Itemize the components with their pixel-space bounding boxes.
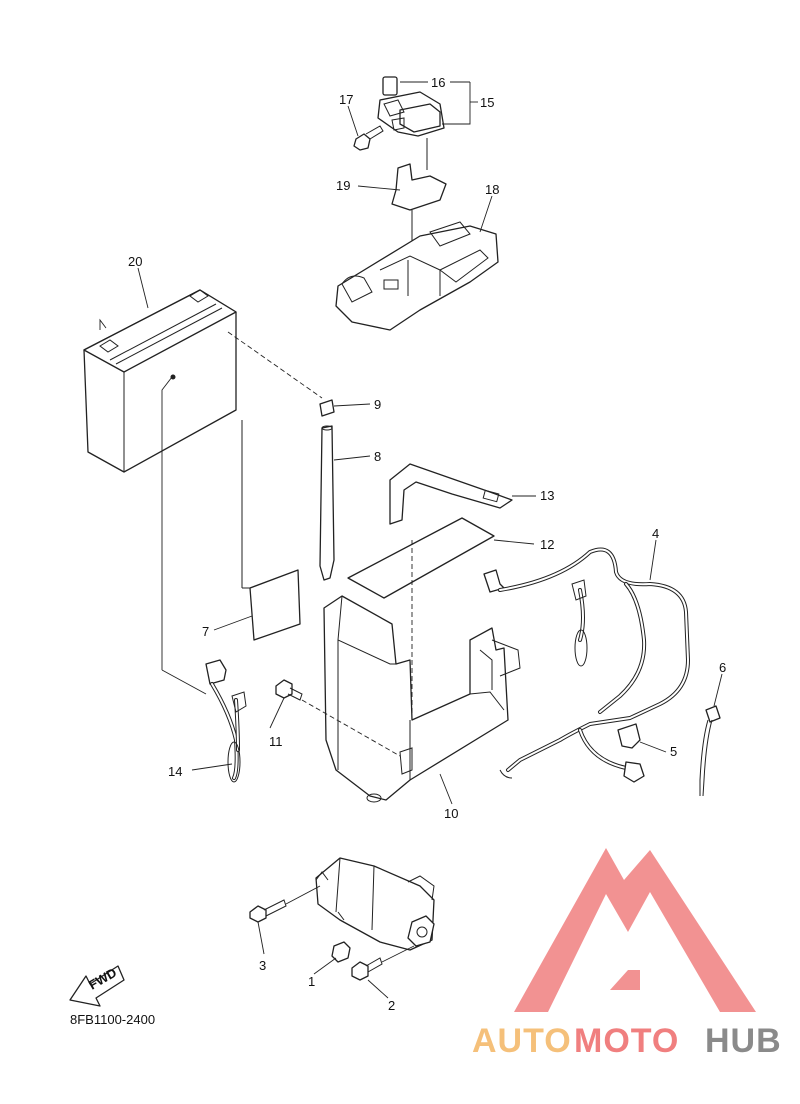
callout-labels: 1 2 3 4 5 6 7 8 9 10 11 12 13 14 15 16 1… xyxy=(128,75,726,1013)
starter-nut xyxy=(331,941,351,963)
callout-4: 4 xyxy=(652,526,659,541)
callout-17: 17 xyxy=(339,92,353,107)
callout-18: 18 xyxy=(485,182,499,197)
callout-18-19-19: 19 xyxy=(336,178,350,193)
callout-leaders xyxy=(137,81,723,999)
box-bolt xyxy=(275,679,401,757)
callout-2: 2 xyxy=(388,998,395,1013)
watermark-text: AUTO MOTO HUB xyxy=(472,1022,782,1060)
callout-3: 3 xyxy=(259,958,266,973)
callout-11: 11 xyxy=(269,734,283,749)
vent-hose xyxy=(319,399,335,581)
battery-cover xyxy=(335,221,499,331)
starter-bolt-2 xyxy=(351,945,415,981)
fwd-arrow-icon: FWD xyxy=(69,965,125,1007)
starter-bolt-3 xyxy=(249,885,321,923)
callout-10: 10 xyxy=(444,806,458,821)
battery xyxy=(83,289,237,670)
callout-14: 14 xyxy=(168,764,182,779)
battery-sheet xyxy=(347,517,495,599)
watermark-triangle-icon xyxy=(514,848,756,1012)
wire-harness xyxy=(483,547,690,783)
watermark-logo xyxy=(514,848,756,1012)
callout-20: 20 xyxy=(128,254,142,269)
wire-clamp xyxy=(617,723,641,749)
callout-5: 5 xyxy=(670,744,677,759)
callout-1: 1 xyxy=(308,974,315,989)
battery-pad xyxy=(241,420,301,641)
callout-12: 12 xyxy=(540,537,554,552)
drawing-code: 8FB1100-2400 xyxy=(70,1012,155,1027)
callout-15: 15 xyxy=(480,95,494,110)
battery-band xyxy=(389,463,513,525)
callout-6: 6 xyxy=(719,660,726,675)
callout-8: 8 xyxy=(374,449,381,464)
watermark-moto: MOTO xyxy=(574,1022,679,1060)
watermark-hub: HUB xyxy=(705,1022,782,1060)
battery-box xyxy=(323,540,521,803)
callout-16: 16 xyxy=(431,75,445,90)
starter-motor xyxy=(315,857,435,951)
watermark-auto: AUTO xyxy=(472,1022,572,1060)
callout-9: 9 xyxy=(374,397,381,412)
battery-lead xyxy=(161,659,247,783)
starter-relay xyxy=(377,76,445,170)
cable-tie xyxy=(699,705,721,797)
callout-13: 13 xyxy=(540,488,554,503)
callout-7: 7 xyxy=(202,624,209,639)
relay-bolt xyxy=(353,125,384,151)
